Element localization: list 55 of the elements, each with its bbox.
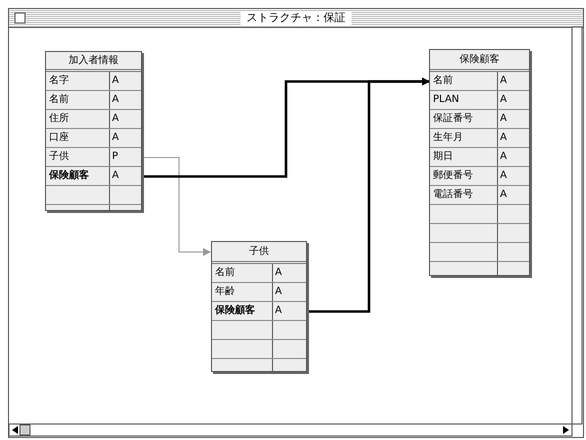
table-row bbox=[46, 72, 141, 91]
field-type: A bbox=[499, 188, 507, 202]
field-name: 名前 bbox=[48, 93, 69, 107]
table-row bbox=[430, 186, 529, 205]
field-type: A bbox=[499, 131, 507, 145]
field-name: 期日 bbox=[432, 150, 453, 164]
field-type: A bbox=[111, 131, 119, 145]
field-name: PLAN bbox=[432, 93, 460, 107]
table-row bbox=[430, 110, 529, 129]
table-row bbox=[212, 283, 306, 302]
table-header: 子供 bbox=[212, 242, 306, 264]
table-row bbox=[212, 264, 306, 283]
field-name: 保険顧客 bbox=[214, 303, 255, 318]
field-type: A bbox=[274, 266, 282, 280]
field-name: 名前 bbox=[432, 74, 453, 88]
table-row bbox=[46, 91, 141, 110]
table-box bbox=[429, 49, 530, 276]
table-row bbox=[430, 167, 529, 186]
field-type: A bbox=[499, 169, 507, 183]
field-type: A bbox=[111, 74, 119, 88]
field-type: A bbox=[499, 93, 507, 107]
table-row bbox=[430, 129, 529, 148]
field-name: 郵便番号 bbox=[432, 168, 473, 183]
table-row bbox=[46, 167, 141, 186]
field-type: A bbox=[499, 112, 507, 126]
window-title: ストラクチャ：保証 bbox=[240, 11, 352, 25]
field-name: 名前 bbox=[214, 266, 235, 280]
table-row bbox=[46, 110, 141, 129]
field-name: 口座 bbox=[48, 130, 69, 145]
table-row bbox=[430, 72, 529, 91]
field-name: 年齢 bbox=[214, 284, 235, 299]
field-type: P bbox=[111, 150, 118, 164]
field-name: 電話番号 bbox=[432, 188, 473, 202]
table-row bbox=[430, 148, 529, 167]
field-type: A bbox=[111, 112, 119, 126]
field-name: 保証番号 bbox=[432, 112, 473, 126]
field-type: A bbox=[499, 74, 507, 88]
table-header: 加入者情報 bbox=[46, 52, 141, 72]
connector-arrow bbox=[306, 78, 430, 313]
table-row bbox=[46, 129, 141, 148]
field-name: 子供 bbox=[48, 150, 69, 164]
field-name: 名字 bbox=[48, 74, 69, 88]
field-type: A bbox=[111, 93, 119, 107]
table-row bbox=[212, 302, 306, 321]
table-row bbox=[46, 148, 141, 167]
field-type: A bbox=[274, 285, 282, 299]
table-box bbox=[211, 241, 307, 372]
table-box bbox=[45, 51, 142, 211]
field-type: A bbox=[111, 169, 119, 183]
field-type: A bbox=[499, 150, 507, 164]
field-name: 生年月 bbox=[432, 130, 463, 145]
field-name: 住所 bbox=[48, 112, 69, 126]
table-header: 保険顧客 bbox=[430, 50, 529, 72]
field-name: 保険顧客 bbox=[48, 168, 89, 183]
field-type: A bbox=[274, 304, 282, 318]
